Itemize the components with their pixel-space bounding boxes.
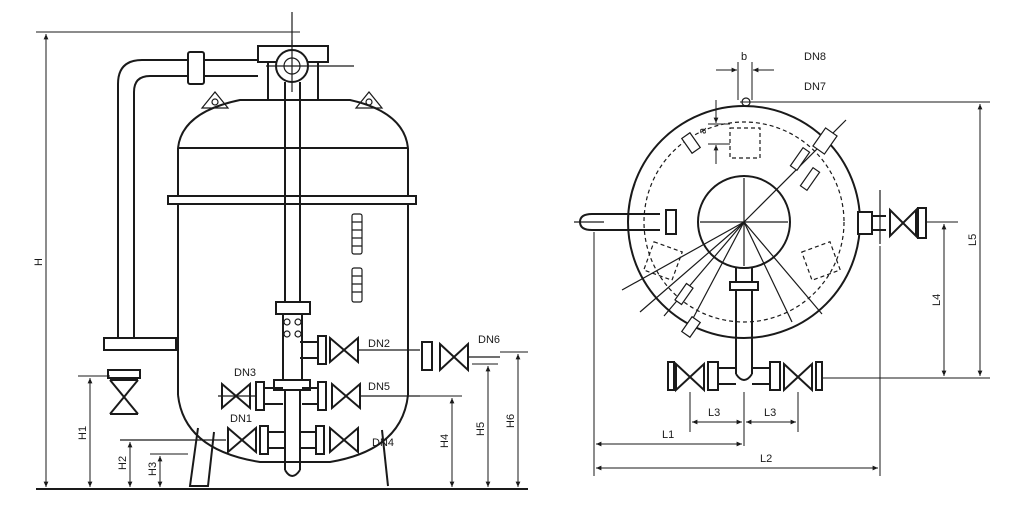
label-dn3: DN3 bbox=[234, 367, 256, 379]
lower-piping bbox=[120, 301, 500, 477]
bypass-pipe bbox=[103, 51, 258, 415]
plan-top-nozzle-pad bbox=[729, 127, 761, 159]
label-dn1: DN1 bbox=[230, 413, 252, 425]
pipe-flange-2 bbox=[273, 379, 311, 391]
bypass-flange bbox=[187, 51, 205, 85]
plan-radial-lines bbox=[621, 119, 847, 325]
lifting-lug-right bbox=[354, 91, 384, 109]
dim-l5: L5 bbox=[967, 234, 979, 246]
bypass-bracket bbox=[103, 337, 177, 351]
dn3-valve bbox=[221, 381, 251, 411]
dn6-flange bbox=[421, 341, 433, 371]
label-dn4: DN4 bbox=[372, 437, 394, 449]
dn2-flange bbox=[317, 335, 327, 365]
support-leg-right bbox=[381, 429, 389, 487]
label-dn2: DN2 bbox=[368, 338, 390, 350]
plan-left-flange bbox=[665, 209, 677, 235]
dn3-flange bbox=[255, 381, 265, 411]
label-dn8: DN8 bbox=[804, 51, 826, 63]
dn4-flange bbox=[315, 425, 325, 455]
sight-glass-upper bbox=[351, 213, 363, 255]
dn5-flange bbox=[317, 381, 327, 411]
dim-l3-left: L3 bbox=[708, 407, 720, 419]
dim-h6: H6 bbox=[505, 414, 517, 428]
label-b: b bbox=[741, 51, 747, 63]
plan-dimensions: L5 L4 L3 L3 L1 L2 bbox=[593, 62, 990, 476]
bypass-valve bbox=[109, 379, 139, 415]
body-flange bbox=[167, 195, 417, 205]
label-dn7: DN7 bbox=[804, 81, 826, 93]
sight-glass-lower bbox=[351, 267, 363, 303]
dn6-valve bbox=[439, 341, 469, 373]
bypass-valve-flange bbox=[107, 369, 141, 379]
plan-lug-bottom-left bbox=[680, 315, 702, 339]
plan-bottom-right-valve bbox=[783, 361, 813, 393]
dn1-flange bbox=[259, 425, 269, 455]
support-leg-left bbox=[188, 427, 215, 487]
dim-h4: H4 bbox=[439, 434, 451, 448]
dn5-valve bbox=[331, 381, 361, 411]
plan-bottom-right-flange bbox=[769, 361, 781, 391]
pipe-flange-1 bbox=[275, 301, 311, 315]
dim-h3: H3 bbox=[147, 462, 159, 476]
plan-right-flange bbox=[857, 211, 873, 235]
dim-h1: H1 bbox=[77, 426, 89, 440]
dim-h2: H2 bbox=[117, 456, 129, 470]
dim-h5: H5 bbox=[475, 422, 487, 436]
plan-flange-circle bbox=[643, 121, 845, 323]
lifting-lug-left bbox=[200, 91, 230, 109]
dim-l1: L1 bbox=[662, 429, 674, 441]
dn2-valve bbox=[329, 335, 359, 365]
plan-inner-circle bbox=[697, 175, 791, 269]
dim-l4: L4 bbox=[931, 294, 943, 306]
plan-left-nozzle-pad bbox=[643, 241, 683, 281]
plan-right-valve-flange bbox=[917, 207, 927, 239]
dn1-valve bbox=[227, 425, 257, 455]
plan-lug-top-left bbox=[680, 131, 702, 155]
label-dn6: DN6 bbox=[478, 334, 500, 346]
plan-lug-top-right bbox=[812, 127, 838, 155]
dn4-valve bbox=[329, 425, 359, 455]
plan-bottom-left-flange bbox=[707, 361, 719, 391]
label-a: a bbox=[697, 127, 709, 134]
dim-l3-right: L3 bbox=[764, 407, 776, 419]
dim-l2: L2 bbox=[760, 453, 772, 465]
top-inlet-assembly bbox=[257, 12, 354, 306]
plan-bottom-flange bbox=[729, 281, 759, 291]
vessel-top-head bbox=[177, 99, 409, 149]
dim-h: H bbox=[33, 258, 45, 266]
elevation-view: DN2 DN6 DN3 DN5 DN1 DN4 H H1 H2 H3 H4 bbox=[33, 12, 528, 490]
elevation-dimensions: H H1 H2 H3 H4 H5 H6 bbox=[33, 31, 528, 487]
plan-right-valve bbox=[889, 207, 917, 239]
label-dn5: DN5 bbox=[368, 381, 390, 393]
plan-bottom-left-valve bbox=[675, 361, 705, 393]
vessel-body bbox=[167, 91, 417, 487]
vessel-bottom-head bbox=[177, 394, 409, 463]
plan-right-nozzle-pad bbox=[801, 241, 841, 281]
plan-view: b DN8 DN7 a L5 L4 bbox=[574, 51, 990, 476]
